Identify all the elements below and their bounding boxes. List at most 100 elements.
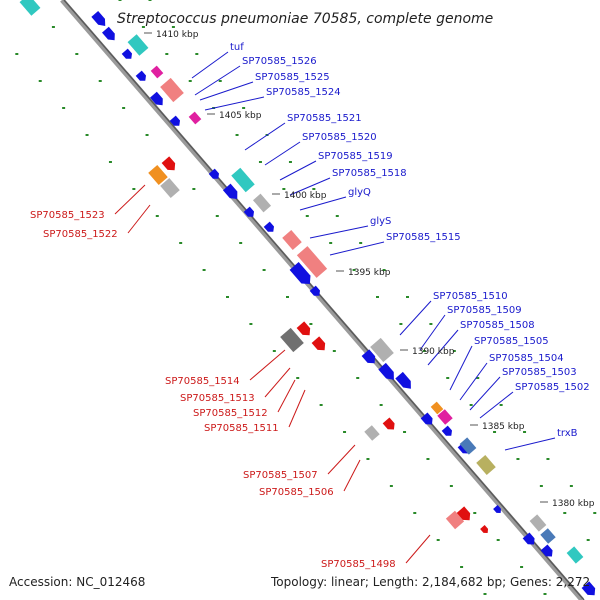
guide-dot — [335, 215, 339, 217]
forward-gene — [243, 206, 255, 217]
gene-label-reverse: SP70585_1512 — [193, 408, 268, 419]
map-title: Streptococcus pneumoniae 70585, complete… — [117, 11, 493, 27]
forward-gene-shape — [289, 262, 311, 285]
forward-gene-shape — [150, 91, 163, 106]
forward-gene — [540, 544, 553, 557]
guide-dot — [148, 0, 152, 1]
guide-dot — [375, 296, 379, 298]
kbp-label: 1405 kbp — [219, 111, 262, 121]
reverse-gene-shape — [161, 156, 176, 171]
genome-backbone — [60, 0, 585, 600]
guide-dot — [296, 377, 300, 379]
forward-gene-shape — [208, 168, 220, 179]
guide-dot — [593, 512, 597, 514]
gene-labels: tufSP70585_1526SP70585_1525SP70585_1524S… — [30, 42, 590, 570]
guide-dot — [379, 404, 383, 406]
guide-dot — [285, 296, 289, 298]
forward-gene — [420, 412, 433, 425]
forward-gene-shape — [102, 26, 115, 41]
label-leader — [191, 51, 229, 79]
label-leader — [277, 379, 296, 413]
orange-feature-shape — [430, 401, 444, 415]
forward-gene-shape — [263, 221, 275, 232]
label-leader — [504, 437, 556, 451]
dark-grey-feature-shape — [280, 327, 304, 353]
guide-dot — [288, 161, 292, 163]
forward-gene — [378, 362, 394, 380]
kbp-label: 1385 kbp — [482, 422, 525, 432]
label-leader — [299, 196, 347, 211]
forward-gene-shape — [222, 183, 238, 200]
forward-gene — [441, 425, 453, 436]
guide-dot — [476, 377, 480, 379]
guide-dot — [218, 80, 222, 82]
label-leader — [449, 345, 473, 391]
forward-gene-shape — [91, 11, 106, 27]
gene-label-forward: SP70585_1519 — [318, 151, 393, 162]
cyan-feature — [19, 0, 41, 16]
guide-dot — [389, 485, 393, 487]
gene-label-reverse: SP70585_1511 — [204, 423, 279, 434]
gene-label-forward: SP70585_1509 — [447, 305, 522, 316]
magenta-feature — [188, 111, 202, 125]
grey-feature — [370, 337, 394, 363]
guide-dot — [98, 80, 102, 82]
guide-dot — [202, 269, 206, 271]
forward-gene — [493, 505, 502, 514]
reverse-gene — [382, 417, 395, 430]
forward-gene-shape — [309, 285, 321, 296]
gene-label-forward: SP70585_1521 — [287, 113, 362, 124]
forward-gene — [208, 168, 220, 179]
forward-gene-shape — [121, 48, 133, 59]
backbone-edge — [63, 0, 585, 600]
gene-label-forward: tuf — [230, 42, 244, 53]
label-leader — [309, 225, 369, 239]
pink-feature-shape — [160, 77, 184, 103]
forward-gene-shape — [169, 115, 181, 126]
pink-feature — [445, 510, 465, 530]
guide-dot — [366, 458, 370, 460]
guide-dot — [15, 53, 19, 55]
forward-gene — [169, 115, 181, 126]
magenta-feature-shape — [188, 111, 202, 125]
label-leader-lines — [114, 51, 556, 564]
gene-label-forward: SP70585_1503 — [502, 367, 577, 378]
guide-dot — [356, 377, 360, 379]
label-leader — [244, 122, 286, 151]
label-leader — [329, 241, 385, 256]
guide-dot — [309, 323, 313, 325]
guide-dot — [282, 188, 286, 190]
reverse-gene — [296, 321, 311, 336]
label-leader — [204, 96, 265, 111]
guide-dot — [122, 107, 126, 109]
label-leader — [343, 459, 361, 492]
orange-feature — [430, 401, 444, 415]
guide-dot — [586, 539, 590, 541]
forward-gene-shape — [441, 425, 453, 436]
forward-gene — [395, 371, 411, 389]
reverse-gene-shape — [480, 525, 489, 534]
guide-dot — [332, 350, 336, 352]
steel-feature — [459, 437, 477, 455]
guide-dot — [403, 431, 407, 433]
gene-label-forward: SP70585_1520 — [302, 132, 377, 143]
gene-label-reverse: SP70585_1513 — [180, 393, 255, 404]
forward-gene-shape — [420, 412, 433, 425]
label-leader — [427, 329, 459, 366]
guide-dot — [539, 485, 543, 487]
kbp-label: 1380 kbp — [552, 499, 595, 509]
guide-dot — [446, 377, 450, 379]
guide-dot — [319, 404, 323, 406]
gene-label-forward: SP70585_1508 — [460, 320, 535, 331]
gene-label-forward: SP70585_1502 — [515, 382, 590, 393]
olive-feature-shape — [476, 455, 496, 475]
label-leader — [289, 177, 331, 196]
grey-feature-shape — [160, 178, 180, 198]
gene-label-forward: SP70585_1518 — [332, 168, 407, 179]
forward-gene — [102, 26, 115, 41]
gene-label-forward: SP70585_1525 — [255, 72, 330, 83]
forward-gene — [309, 285, 321, 296]
cyan-feature — [127, 34, 149, 56]
guide-dot — [399, 323, 403, 325]
